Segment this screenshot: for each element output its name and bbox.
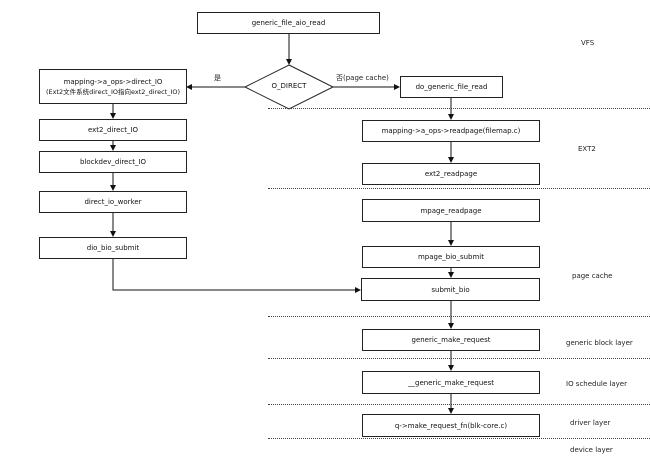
node-label: do_generic_file_read (415, 83, 488, 91)
node-make-request-fn: q->make_request_fn(blk-core.c) (362, 414, 540, 437)
node-ext2-direct-io: ext2_direct_IO (39, 119, 187, 141)
node-label: submit_bio (431, 285, 470, 294)
node-label: ext2_readpage (424, 170, 478, 178)
layer-label-page-cache: page cache (572, 272, 613, 280)
node-do-generic-file-read: do_generic_file_read (400, 76, 503, 98)
separator-driver-device (268, 438, 650, 439)
node-mpage-readpage: mpage_readpage (362, 199, 540, 222)
edge-dio-to-submit-bio (112, 258, 361, 293)
node-label: mapping->a_ops->readpage(filemap.c) (381, 127, 521, 135)
node-label-line2: (Ext2文件系统direct_IO指向ext2_direct_IO) (45, 87, 181, 96)
layer-label-device: device layer (570, 446, 613, 454)
node-o-direct: O_DIRECT (271, 82, 307, 90)
layer-label-vfs: VFS (581, 39, 595, 47)
node-label: mpage_bio_submit (417, 253, 484, 261)
node-label: ext2_direct_IO (87, 126, 139, 134)
node-label: generic_file_aio_read (251, 19, 326, 27)
node-label: dio_bio_submit (86, 244, 140, 252)
node-label: q->make_request_fn(blk-core.c) (394, 421, 508, 430)
layer-label-ext2: EXT2 (578, 145, 596, 153)
node-submit-bio: submit_bio (361, 278, 540, 301)
node-label: direct_io_worker (84, 198, 142, 206)
node-label: generic_make_request (411, 336, 491, 344)
layer-label-generic-block: generic block layer (566, 339, 633, 347)
node-dio-bio-submit: dio_bio_submit (39, 237, 187, 259)
node-label-line1: mapping->a_ops->direct_IO (63, 77, 163, 86)
node-label: blockdev_direct_IO (79, 158, 147, 166)
separator-ext2-pagecache (268, 188, 650, 189)
separator-io-driver (268, 404, 650, 405)
node-mpage-bio-submit: mpage_bio_submit (362, 246, 540, 268)
o-direct-decision-diamond (243, 64, 335, 110)
node-generic-file-aio-read: generic_file_aio_read (197, 12, 380, 34)
node-ext2-readpage: ext2_readpage (362, 163, 540, 185)
node-direct-io-worker: direct_io_worker (39, 191, 187, 213)
edge-label-yes: 是 (214, 74, 221, 82)
layer-label-driver: driver layer (570, 419, 611, 427)
node-label: mpage_readpage (420, 206, 482, 215)
node-mapping-direct-io: mapping->a_ops->direct_IO (Ext2文件系统direc… (39, 69, 187, 104)
separator-block-io (268, 358, 650, 359)
node-blockdev-direct-io: blockdev_direct_IO (39, 151, 187, 173)
layer-label-io-schedule: IO schedule layer (566, 380, 627, 388)
node-label: __generic_make_request (408, 378, 494, 387)
node-generic-make-request: generic_make_request (362, 329, 540, 351)
separator-vfs-ext2 (268, 108, 650, 109)
node-mapping-readpage: mapping->a_ops->readpage(filemap.c) (362, 120, 540, 142)
separator-pagecache-block (268, 316, 650, 317)
edge-label-no: 否(page cache) (336, 74, 389, 82)
node-underscore-generic-make-request: __generic_make_request (362, 371, 540, 394)
